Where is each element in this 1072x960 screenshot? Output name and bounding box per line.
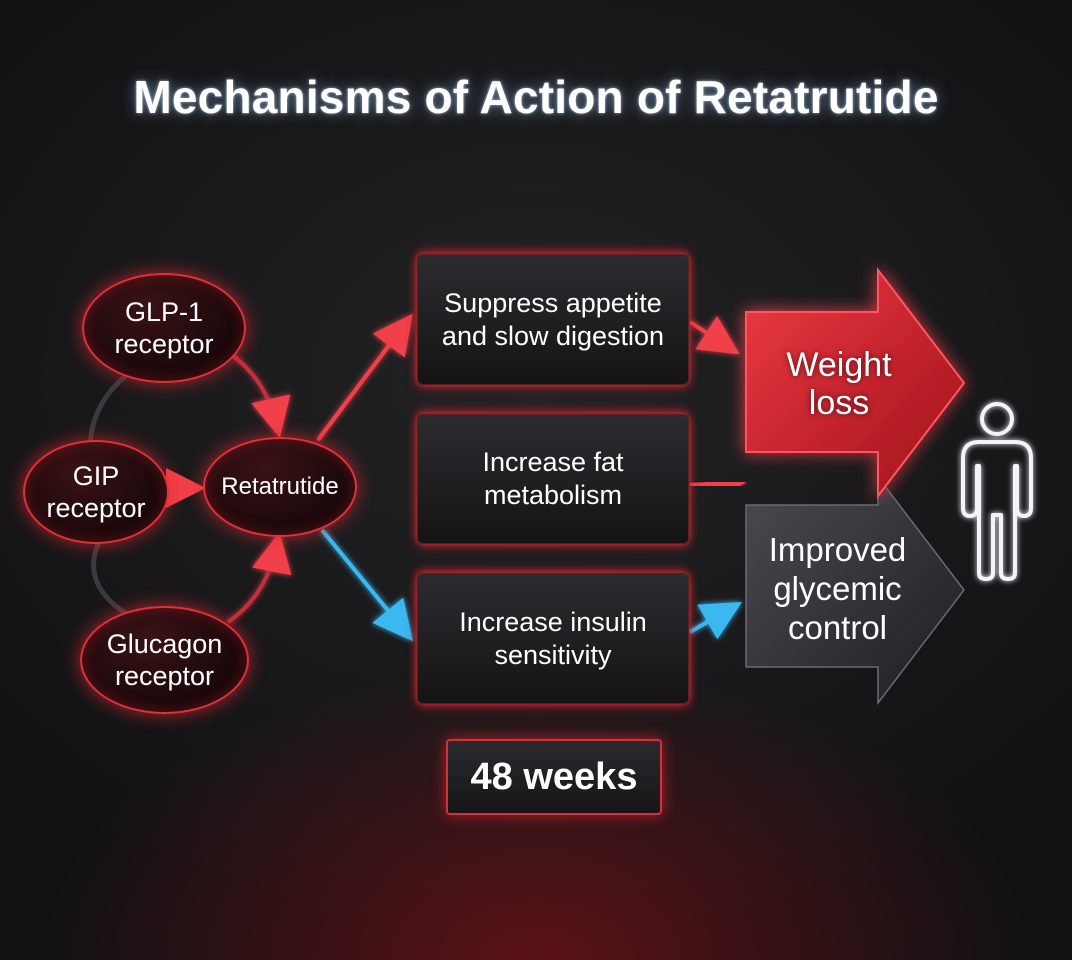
arrow-glucagon-to-drug bbox=[226, 532, 292, 624]
drug-node-retatrutide: Retatrutide bbox=[203, 437, 357, 537]
arrow-insulin-to-glycemic bbox=[688, 601, 742, 640]
receptor-gip: GIP receptor bbox=[23, 440, 169, 544]
outcome-arrow-glycemic bbox=[745, 474, 965, 706]
outcome-arrow-weight bbox=[745, 267, 966, 499]
receptor-glp1: GLP-1 receptor bbox=[82, 273, 246, 383]
duration-badge: 48 weeks bbox=[446, 739, 662, 815]
arrow-drug-to-insulin bbox=[320, 528, 414, 642]
arrow-drug-to-appetite bbox=[316, 313, 413, 442]
mechanism-appetite: Suppress appetite and slow digestion bbox=[417, 254, 689, 385]
outcome-weight-loss-label: Weight loss bbox=[786, 346, 892, 422]
receptor-glucagon: Glucagon receptor bbox=[80, 606, 249, 714]
mechanism-fat-metabolism: Increase fat metabolism bbox=[417, 414, 689, 544]
arrow-fat-to-weight bbox=[689, 464, 746, 505]
person-outline-icon bbox=[961, 402, 1033, 581]
mechanism-insulin-sensitivity: Increase insulin sensitivity bbox=[417, 573, 689, 704]
arrow-appetite-to-weight bbox=[688, 315, 740, 355]
arrow-glp1-to-drug bbox=[223, 348, 291, 438]
outcome-glycemic-label: Improved glycemic control bbox=[768, 531, 907, 646]
page-title: Mechanisms of Action of Retatrutide bbox=[133, 71, 939, 123]
